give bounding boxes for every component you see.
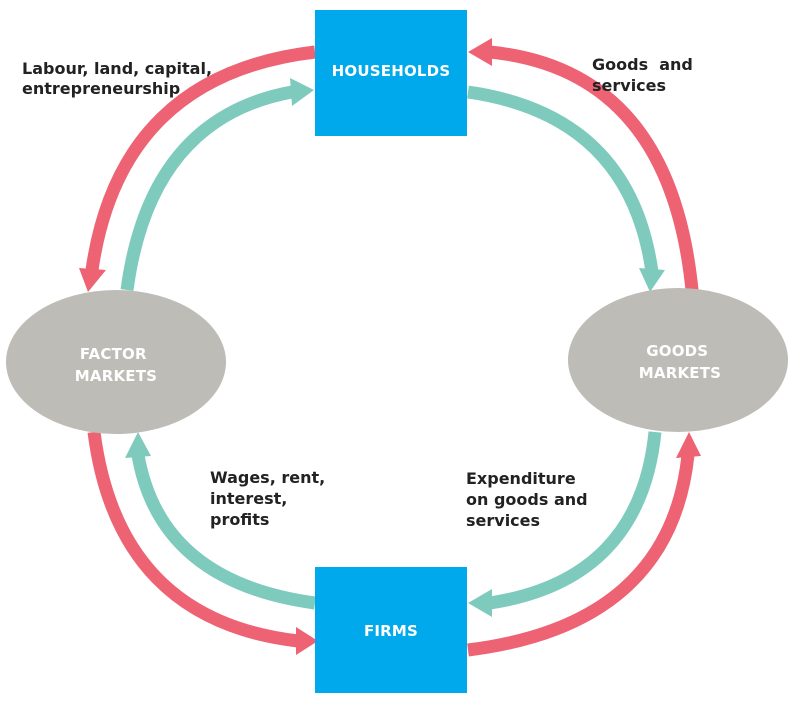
firms-label: FIRMS bbox=[364, 622, 418, 640]
arrow-factor-markets-to-households bbox=[120, 85, 294, 291]
arrow-firms-to-goods-markets bbox=[467, 454, 695, 657]
arrowhead-households-left bbox=[290, 78, 314, 106]
factor-markets-label-line-1: FACTOR bbox=[80, 345, 147, 363]
factor-markets-label: FACTOR MARKETS bbox=[75, 345, 157, 385]
expenditure-label-line-1: Expenditure bbox=[466, 469, 576, 488]
arrow-households-to-goods-markets bbox=[467, 85, 659, 273]
factor-services-label-line-1: Labour, land, capital, bbox=[22, 59, 212, 78]
arrowhead-firms-right bbox=[468, 589, 492, 617]
goods-markets-label: GOODS MARKETS bbox=[639, 342, 721, 382]
households-box bbox=[315, 10, 467, 136]
firms-box bbox=[315, 567, 467, 693]
arrowhead-firms-left bbox=[296, 627, 318, 655]
expenditure-label: Expenditure on goods and services bbox=[466, 469, 593, 530]
arrowhead-goods-markets-top bbox=[639, 268, 665, 292]
goods-markets-label-line-2: MARKETS bbox=[639, 364, 721, 382]
expenditure-label-line-3: services bbox=[466, 511, 540, 530]
factor-incomes-label: Wages, rent, interest, profits bbox=[210, 468, 331, 529]
arrow-factor-markets-to-firms bbox=[87, 431, 299, 648]
arrowhead-households-right bbox=[468, 38, 492, 66]
arrowhead-factor-markets-top bbox=[79, 268, 106, 292]
arrowhead-factor-markets-bottom bbox=[125, 432, 151, 458]
factor-incomes-label-line-1: Wages, rent, bbox=[210, 468, 325, 487]
goods-services-label-line-1: Goods and bbox=[592, 55, 693, 74]
factor-markets-label-line-2: MARKETS bbox=[75, 367, 157, 385]
factor-services-label: Labour, land, capital, entrepreneurship bbox=[22, 59, 218, 98]
goods-services-label: Goods and services bbox=[0, 0, 721, 95]
goods-services-label-line-2: services bbox=[592, 76, 666, 95]
factor-incomes-label-line-2: interest, bbox=[210, 489, 287, 508]
goods-markets-ellipse bbox=[568, 288, 788, 432]
goods-markets-label-line-1: GOODS bbox=[646, 342, 708, 360]
factor-markets-ellipse bbox=[6, 290, 226, 434]
expenditure-label-line-2: on goods and bbox=[466, 490, 588, 509]
arrow-firms-to-factor-markets bbox=[131, 453, 316, 610]
factor-services-label-line-2: entrepreneurship bbox=[22, 79, 180, 98]
arrow-goods-markets-to-households bbox=[489, 45, 699, 291]
arrow-goods-markets-to-firms bbox=[489, 431, 662, 610]
households-label: HOUSEHOLDS bbox=[332, 62, 451, 80]
arrow-households-to-factor-markets bbox=[85, 45, 316, 271]
factor-incomes-label-line-3: profits bbox=[210, 510, 269, 529]
arrowhead-goods-markets-bottom bbox=[676, 432, 701, 458]
